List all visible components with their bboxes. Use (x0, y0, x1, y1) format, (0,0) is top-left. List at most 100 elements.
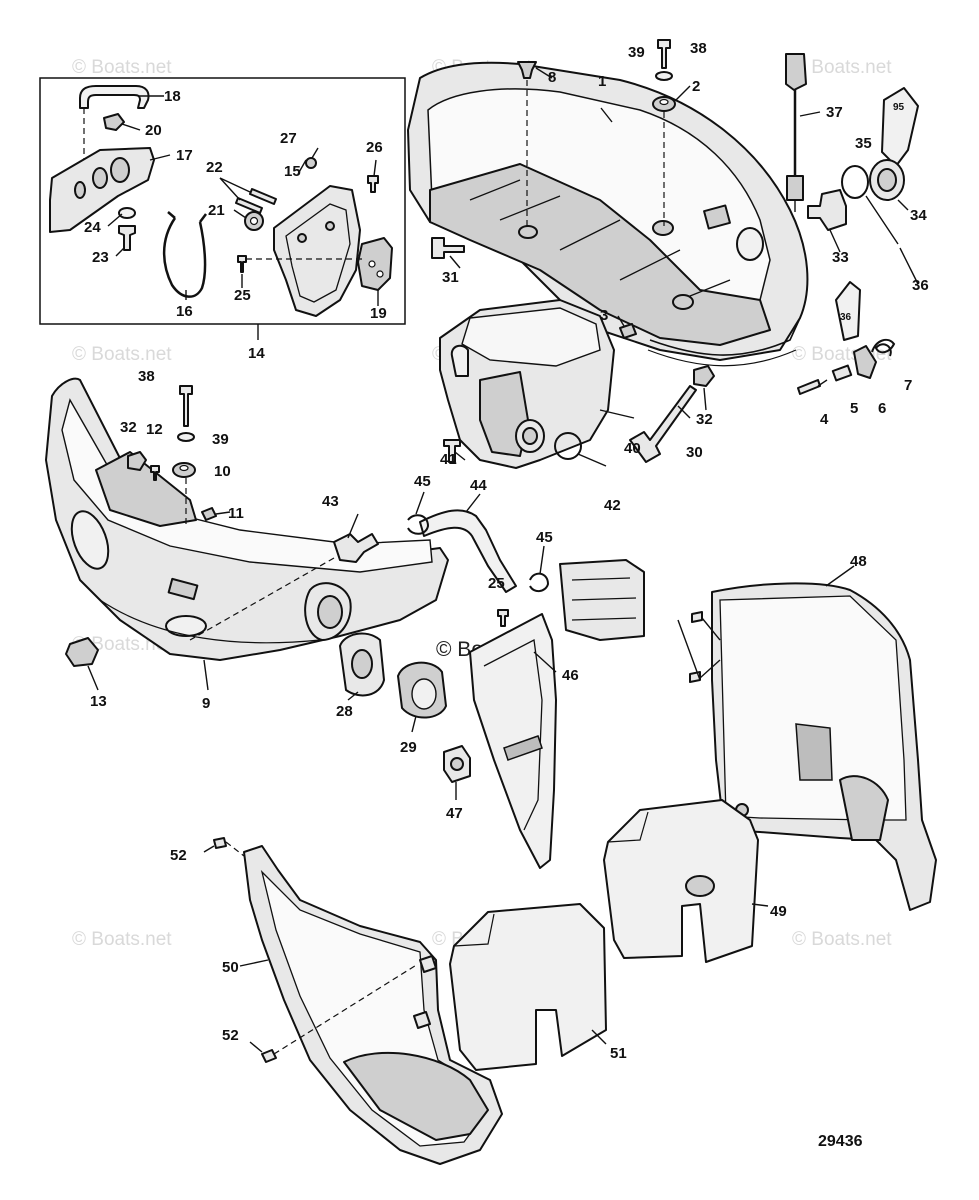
part-35-o-ring (841, 165, 869, 199)
label-18: 18 (164, 88, 181, 105)
part-38-bolt (657, 39, 671, 69)
part-9-lower-cowl (45, 377, 449, 661)
label-48: 48 (850, 553, 867, 570)
label-50: 50 (222, 959, 239, 976)
label-27: 27 (280, 130, 297, 147)
figure-number: 29436 (818, 1133, 863, 1150)
label-16: 16 (176, 303, 193, 320)
label-12: 12 (146, 421, 163, 438)
part-46-front-cover (469, 613, 557, 869)
part-41-screw (443, 439, 461, 463)
part-33-connector (807, 189, 847, 231)
label-5: 5 (850, 400, 858, 417)
label-39-left: 39 (212, 431, 229, 448)
part-16-wire (162, 211, 207, 298)
label-51: 51 (610, 1045, 627, 1062)
label-38-left: 38 (138, 368, 155, 385)
label-19: 19 (370, 305, 387, 322)
label-1: 1 (598, 73, 606, 90)
part-6-latch (853, 345, 877, 379)
label-11: 11 (228, 505, 244, 522)
label-6: 6 (878, 400, 886, 417)
label-52-top: 52 (170, 847, 187, 864)
leader-lines (87, 67, 919, 1053)
part-44-hose (419, 509, 517, 593)
label-4: 4 (820, 411, 829, 428)
part-8-plug (517, 61, 537, 79)
label-38-top: 38 (690, 40, 707, 57)
tube-label-36: 36 (840, 312, 852, 323)
label-41: 41 (440, 451, 457, 468)
part-45-clamp (529, 572, 550, 592)
part-26-screw (367, 175, 379, 193)
label-34: 34 (910, 207, 927, 224)
label-31: 31 (442, 269, 459, 286)
label-23: 23 (92, 249, 109, 266)
part-49-foam-pad (603, 799, 759, 963)
part-18-handle (79, 85, 150, 109)
label-14: 14 (248, 345, 265, 362)
part-36-sealant-tube (835, 281, 861, 341)
part-37-sensor-cable (785, 53, 807, 91)
part-15-plate (273, 185, 361, 317)
part-52-screw-bottom (261, 1049, 277, 1063)
callout-labels: 18 20 17 22 21 15 27 26 24 23 16 25 19 1… (84, 40, 929, 1150)
part-39-washer-left (177, 432, 195, 442)
label-20: 20 (145, 122, 162, 139)
label-43: 43 (322, 493, 339, 510)
label-26: 26 (366, 139, 383, 156)
label-9: 9 (202, 695, 210, 712)
part-13-cap (65, 637, 99, 667)
part-31-bolt (431, 237, 465, 259)
watermark: © Boats.net (792, 57, 892, 78)
label-39-top: 39 (628, 44, 645, 61)
watermark: © Boats.net (792, 929, 892, 950)
label-44: 44 (470, 477, 487, 494)
label-46: 46 (562, 667, 579, 684)
part-32-nut (693, 365, 715, 387)
part-4-screw (797, 379, 821, 395)
part-7-spring (871, 338, 896, 357)
inset-frame (39, 77, 406, 325)
watermark: © Boats.net (72, 57, 172, 78)
label-13: 13 (90, 693, 107, 710)
label-25-center: 25 (488, 575, 505, 592)
label-32-left: 32 (120, 419, 137, 436)
label-8: 8 (548, 69, 556, 86)
label-15: 15 (284, 163, 301, 180)
label-42: 42 (604, 497, 621, 514)
label-22: 22 (206, 159, 223, 176)
part-3-clip (619, 323, 637, 339)
part-95-grease-tube (881, 87, 919, 167)
label-25-inset: 25 (234, 287, 251, 304)
label-40: 40 (624, 440, 641, 457)
part-38-bolt-left (179, 385, 193, 427)
label-21: 21 (208, 202, 225, 219)
part-39-washer (655, 71, 673, 81)
part-51-foam-pad (449, 903, 607, 1071)
label-45-bottom: 45 (536, 529, 553, 546)
label-49: 49 (770, 903, 787, 920)
label-24: 24 (84, 219, 101, 236)
part-27-nut (305, 157, 317, 169)
label-17: 17 (176, 147, 193, 164)
label-35: 35 (855, 135, 872, 152)
label-10: 10 (214, 463, 231, 480)
label-2: 2 (692, 78, 700, 95)
tube-label-95: 95 (893, 102, 905, 113)
watermark: © Boats.net (72, 344, 172, 365)
part-36-strap (865, 195, 899, 245)
part-43-stud (333, 533, 379, 563)
label-45-top: 45 (414, 473, 431, 490)
part-12-screw (150, 465, 160, 481)
part-52-screw-top (213, 837, 227, 849)
part-24-washer (118, 207, 136, 219)
part-25-screw (237, 255, 247, 273)
label-52-bottom: 52 (222, 1027, 239, 1044)
part-23-screw (118, 225, 136, 251)
label-28: 28 (336, 703, 353, 720)
label-7: 7 (904, 377, 912, 394)
part-11-clip (201, 507, 217, 521)
label-3: 3 (600, 307, 608, 324)
label-29: 29 (400, 739, 417, 756)
